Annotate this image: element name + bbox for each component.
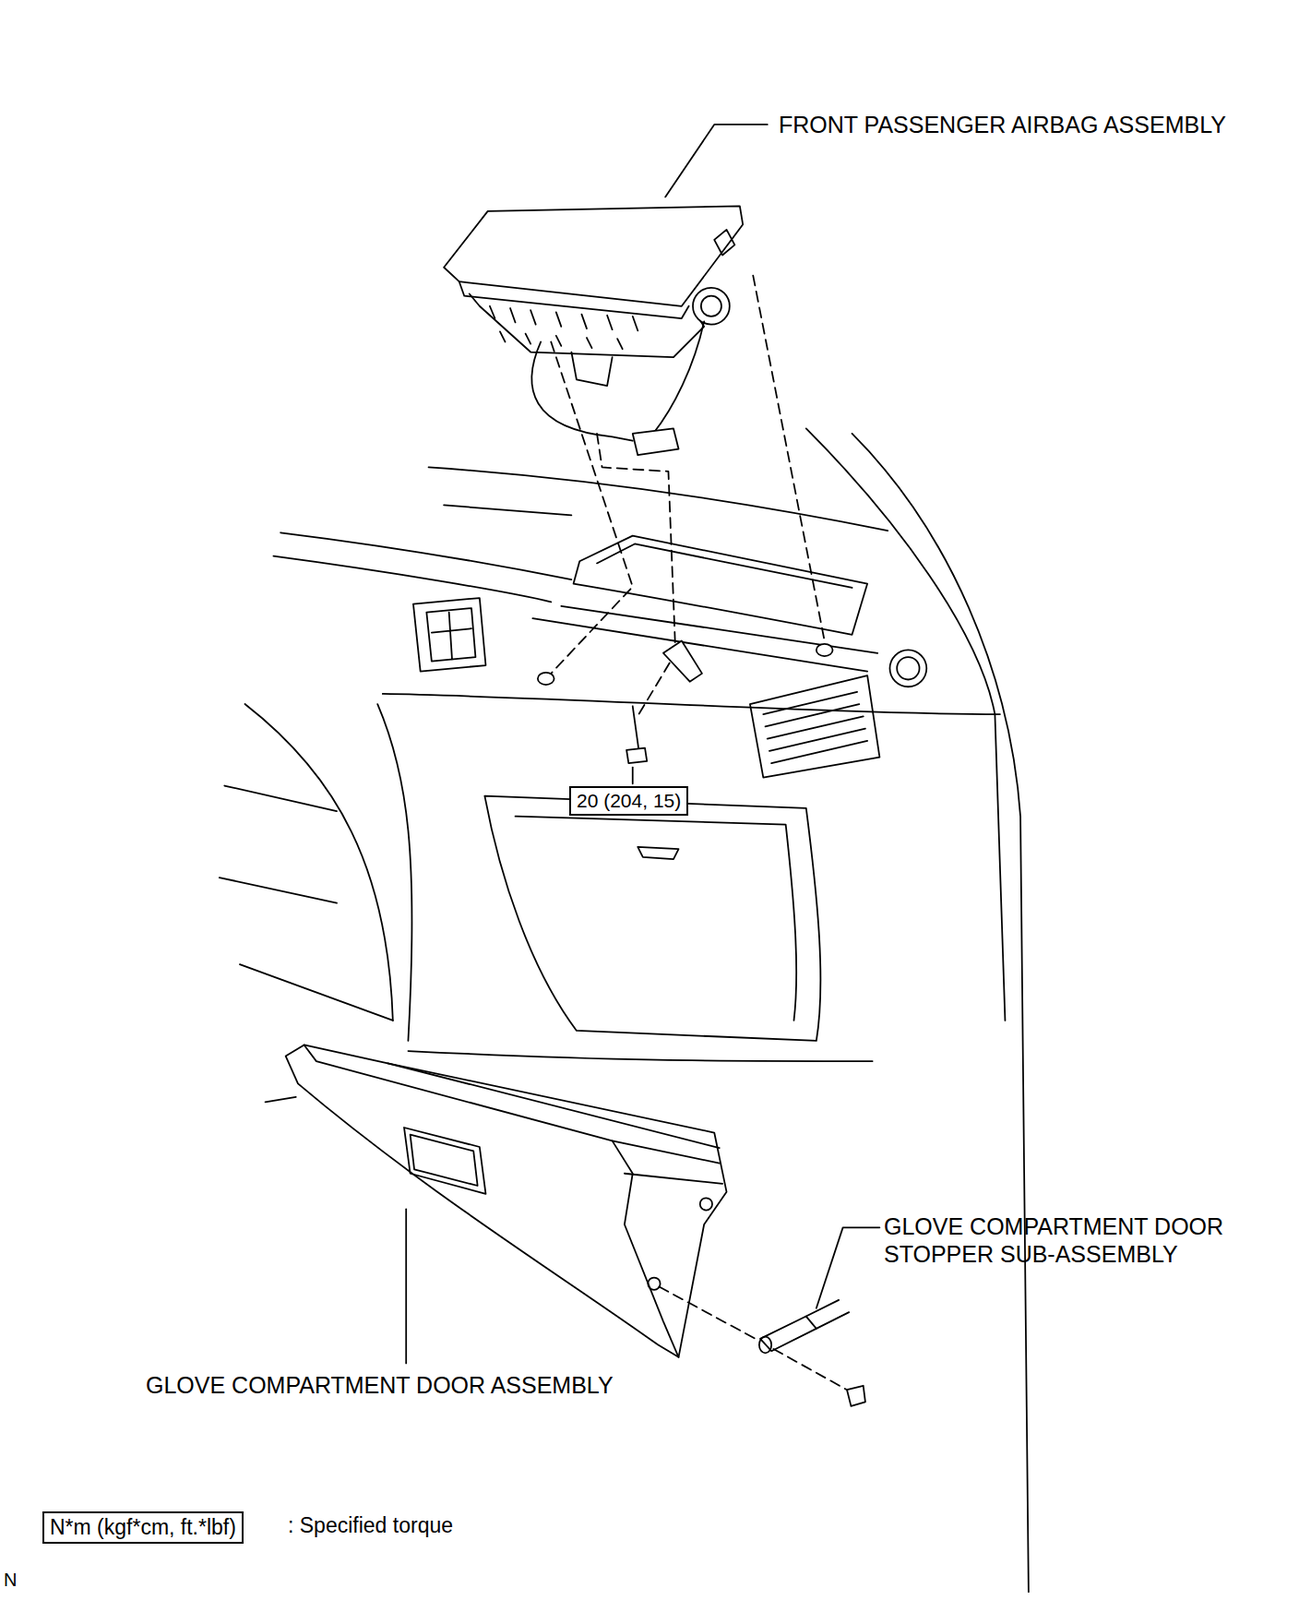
part-name: GLOVE COMPARTMENT DOOR ASSEMBLY bbox=[145, 1370, 614, 1399]
legend-text: : Specified torque bbox=[287, 1513, 453, 1539]
part-name: GLOVE COMPARTMENT DOOR STOPPER SUB-ASSEM… bbox=[883, 1212, 1281, 1268]
part-name: FRONT PASSENGER AIRBAG ASSEMBLY bbox=[778, 110, 1227, 139]
figure-mark: N bbox=[3, 1568, 17, 1591]
airbag-drawing bbox=[443, 205, 743, 455]
dashboard-drawing bbox=[219, 428, 1029, 1592]
legend-box: N*m (kgf*cm, ft.*lbf) bbox=[42, 1511, 244, 1544]
torque-box: 20 (204, 15) bbox=[569, 786, 689, 816]
glove-door-drawing bbox=[286, 1044, 866, 1406]
node-text: 20 (204, 15) bbox=[576, 789, 681, 811]
leader-lines bbox=[405, 124, 880, 1364]
node-text: N*m (kgf*cm, ft.*lbf) bbox=[49, 1514, 237, 1539]
